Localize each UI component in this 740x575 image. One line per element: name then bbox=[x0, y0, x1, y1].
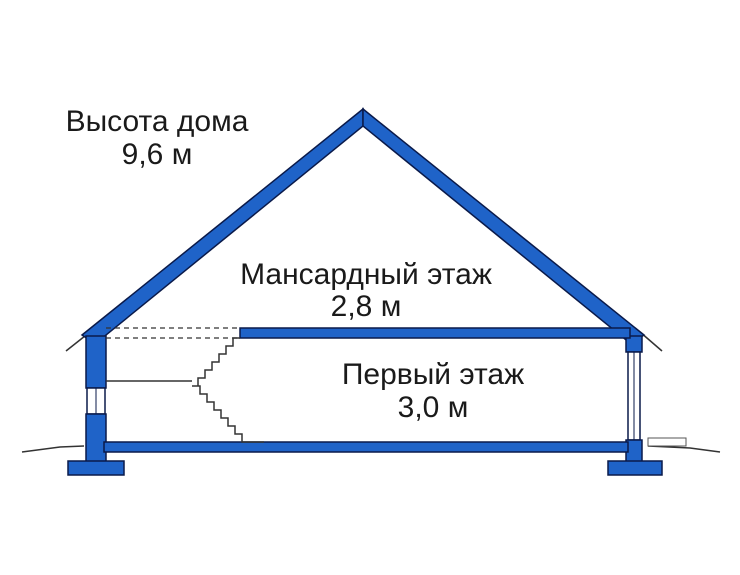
left-wall-lower bbox=[85, 413, 107, 463]
right-foundation bbox=[607, 460, 663, 476]
first-floor-value: 3,0 м bbox=[398, 391, 469, 424]
ground-floor-slab bbox=[103, 441, 629, 453]
left-foundation bbox=[67, 460, 125, 476]
attic-floor-slab bbox=[239, 327, 631, 339]
first-floor-title: Первый этаж bbox=[342, 358, 524, 391]
house-height-title: Высота дома bbox=[66, 105, 249, 138]
ground-line-right bbox=[647, 445, 721, 453]
attic-floor-title: Мансардный этаж bbox=[240, 258, 492, 291]
left-wall-upper bbox=[85, 335, 107, 389]
staircase bbox=[192, 337, 264, 443]
ground-line bbox=[21, 445, 85, 453]
attic-floor-value: 2,8 м bbox=[331, 290, 402, 323]
porch-step bbox=[647, 437, 687, 447]
house-height-value: 9,6 м bbox=[122, 138, 193, 171]
roof-slope-right bbox=[362, 107, 646, 345]
